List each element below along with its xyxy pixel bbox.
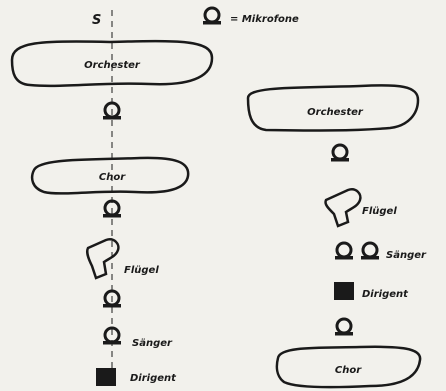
left-choir-label: Chor — [99, 172, 126, 183]
left-piano-icon — [85, 238, 120, 280]
right-conductor-marker — [334, 282, 354, 300]
left-conductor-label: Dirigent — [130, 373, 177, 384]
left-piano-label: Flügel — [124, 265, 159, 276]
right-piano-label: Flügel — [362, 206, 397, 217]
left-orchestra-area — [10, 39, 214, 88]
left-orchestra-label: Orchester — [84, 60, 141, 71]
left-singer-label: Sänger — [132, 338, 173, 349]
right-conductor-label: Dirigent — [362, 289, 409, 300]
right-microphone-icon — [333, 317, 355, 337]
right-piano-icon — [324, 188, 362, 228]
right-orchestra-area — [246, 84, 420, 132]
right-choir-label: Chor — [335, 365, 362, 376]
right-microphone-icon — [329, 143, 351, 163]
legend-microphone-label: = Mikrofone — [230, 14, 299, 25]
left-choir-area — [30, 156, 190, 195]
left-conductor-marker — [96, 368, 116, 386]
right-microphone-icon — [333, 241, 355, 261]
right-choir-area — [275, 345, 422, 389]
legend-microphone-icon — [201, 6, 223, 26]
right-microphone-icon — [359, 241, 381, 261]
right-singer-label: Sänger — [386, 250, 427, 261]
axis-label-s: S — [92, 13, 101, 28]
right-orchestra-label: Orchester — [307, 107, 364, 118]
